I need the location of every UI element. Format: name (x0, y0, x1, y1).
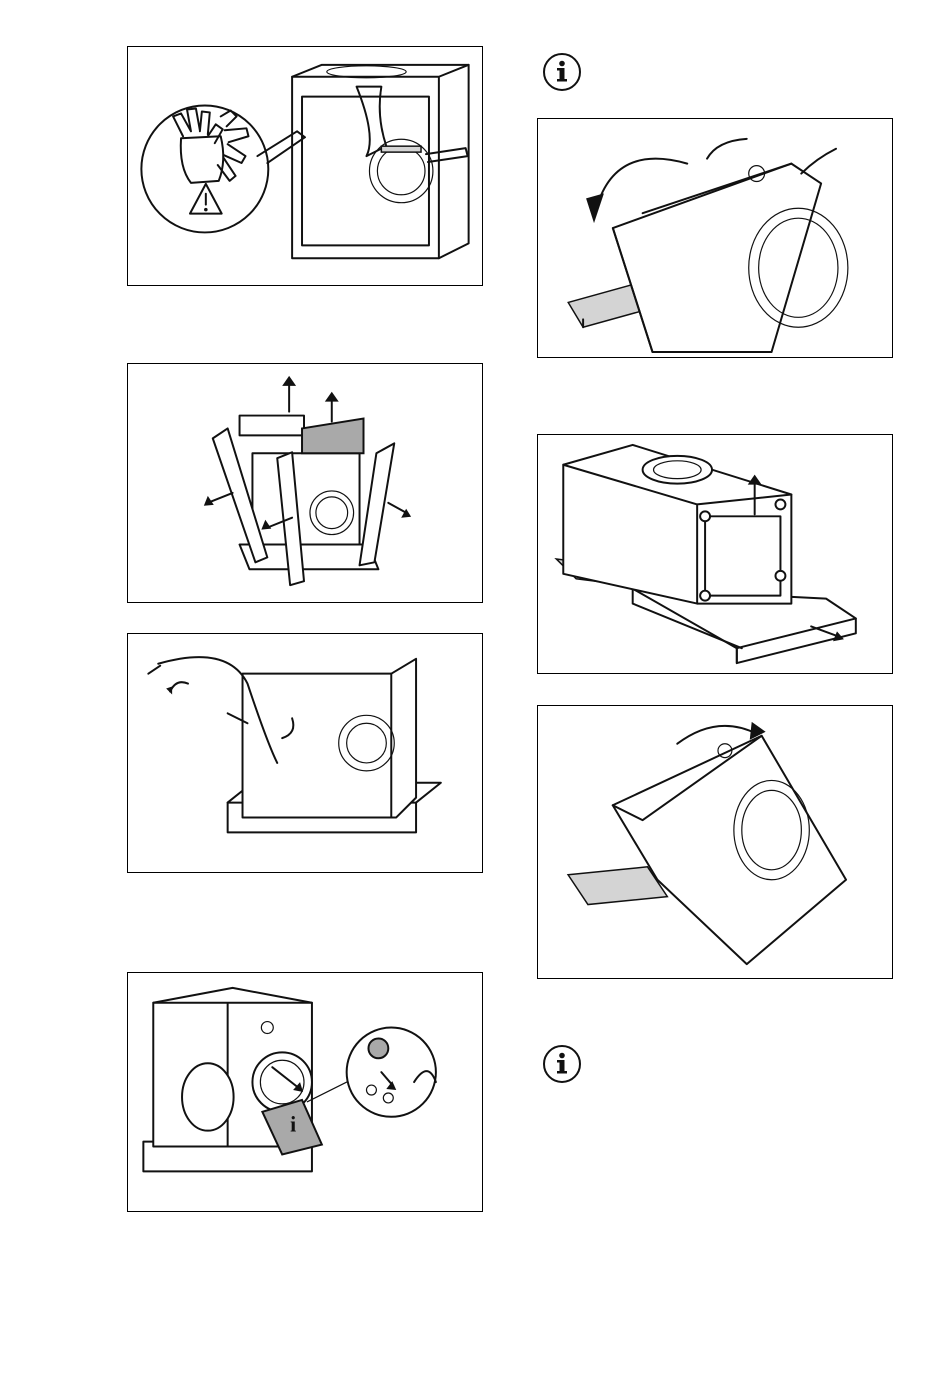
figure-remove-base (537, 434, 893, 674)
figure-remove-base-drawing (538, 435, 892, 673)
figure-remove-corners (127, 363, 483, 603)
accessories-bag-i-glyph: i (290, 1113, 296, 1137)
info-icon (542, 1044, 582, 1084)
machine-in-carton (257, 65, 468, 258)
figure-remove-corners-drawing (128, 364, 482, 602)
info-icon-drawing (542, 52, 582, 92)
info-icon-drawing (542, 1044, 582, 1084)
figure-accessories-drawing: i (128, 973, 482, 1211)
figure-remove-carton (127, 46, 483, 286)
figure-remove-bag (127, 633, 483, 873)
figure-return-upright (537, 705, 893, 979)
info-icon (542, 52, 582, 92)
figure-return-upright-drawing (538, 706, 892, 978)
figure-accessories: i (127, 972, 483, 1212)
figure-tilt-back (537, 118, 893, 358)
figure-remove-bag-drawing (128, 634, 482, 872)
figure-tilt-back-drawing (538, 119, 892, 357)
figure-remove-carton-drawing (128, 47, 482, 285)
accessories-zoom-icon (307, 1028, 436, 1117)
